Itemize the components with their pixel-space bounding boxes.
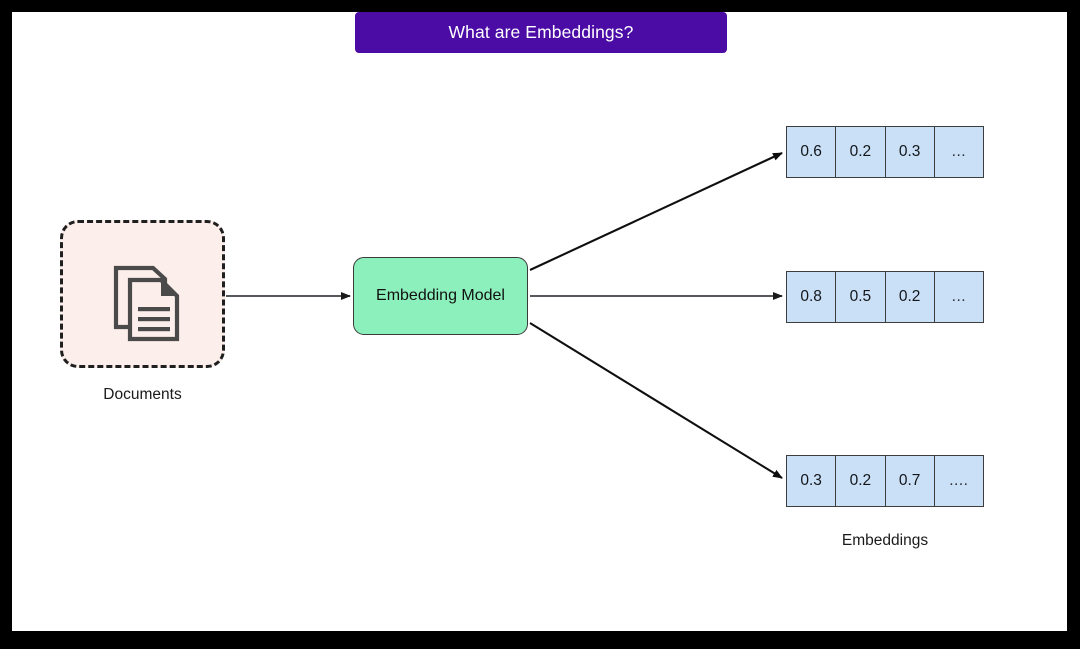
connector-model-to-vector-3 bbox=[529, 322, 783, 479]
vector-row: 0.6 0.2 0.3 ... bbox=[786, 126, 984, 178]
embedding-model-node: Embedding Model bbox=[353, 257, 528, 335]
diagram-canvas: What are Embeddings? bbox=[12, 12, 1067, 631]
documents-label: Documents bbox=[103, 386, 182, 403]
vector-cell: 0.2 bbox=[836, 127, 886, 177]
vector-cell: 0.7 bbox=[886, 456, 935, 506]
vector-cell: 0.8 bbox=[787, 272, 837, 322]
vector-cell: 0.2 bbox=[836, 456, 886, 506]
vector-cell: 0.2 bbox=[886, 272, 935, 322]
page-title: What are Embeddings? bbox=[448, 22, 634, 42]
embeddings-label: Embeddings bbox=[841, 532, 929, 549]
vector-cell: 0.5 bbox=[836, 272, 886, 322]
vector-cell: 0.6 bbox=[787, 127, 837, 177]
documents-source-node bbox=[60, 220, 225, 368]
embedding-model-label: Embedding Model bbox=[376, 287, 505, 304]
vector-cell-ellipsis: .... bbox=[949, 472, 969, 489]
vector-row: 0.8 0.5 0.2 ... bbox=[786, 271, 984, 323]
title-banner: What are Embeddings? bbox=[355, 12, 727, 53]
documents-stack-icon bbox=[113, 265, 180, 342]
connector-model-to-vector-1 bbox=[529, 152, 783, 271]
vector-cell: 0.3 bbox=[886, 127, 935, 177]
vector-cell-ellipsis: ... bbox=[951, 143, 967, 160]
vector-cell: 0.3 bbox=[787, 456, 837, 506]
vector-cell-ellipsis: ... bbox=[951, 288, 967, 305]
vector-row: 0.3 0.2 0.7 .... bbox=[786, 455, 984, 507]
